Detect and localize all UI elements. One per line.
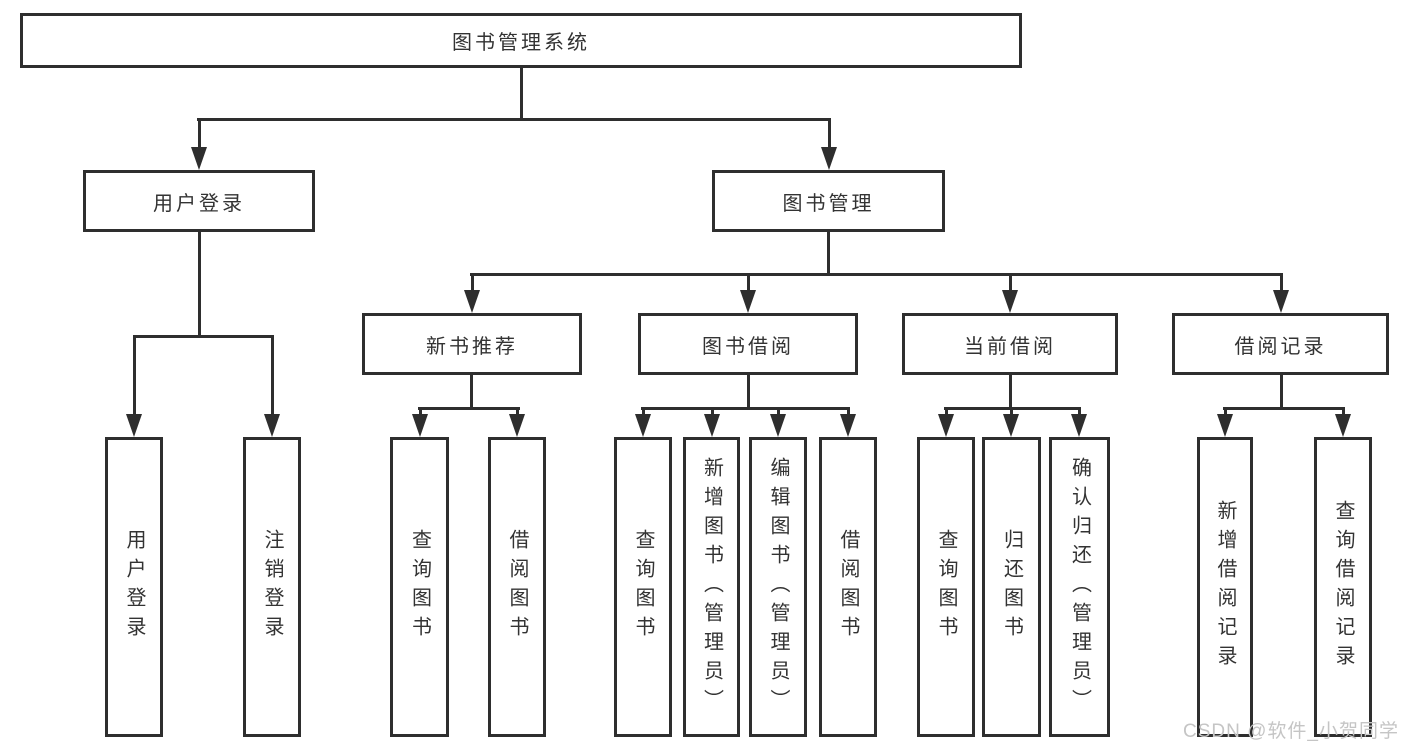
arrow-down-icon xyxy=(509,414,525,437)
leaf-edit-book-admin: 编辑图书（管理员） xyxy=(749,437,807,737)
connector-line xyxy=(1009,276,1012,293)
connector-line xyxy=(1280,375,1283,409)
arrow-down-icon xyxy=(1003,414,1019,437)
csdn-watermark: CSDN @软件_小贺同学 xyxy=(1183,721,1399,742)
connector-line xyxy=(1078,410,1081,417)
connector-line xyxy=(471,276,474,293)
arrow-down-icon xyxy=(412,414,428,437)
connector-line xyxy=(1223,407,1345,410)
connector-line xyxy=(198,121,201,150)
node-book-borrow: 图书借阅 xyxy=(638,313,858,375)
connector-line xyxy=(642,410,645,417)
connector-line xyxy=(945,410,948,417)
connector-line xyxy=(197,118,831,121)
node-root: 图书管理系统 xyxy=(20,13,1022,68)
leaf-query-books-1: 查询图书 xyxy=(390,437,449,737)
connector-line xyxy=(470,273,1283,276)
leaf-confirm-return-admin: 确认归还（管理员） xyxy=(1049,437,1110,737)
arrow-down-icon xyxy=(740,290,756,313)
arrow-down-icon xyxy=(464,290,480,313)
node-user-login: 用户登录 xyxy=(83,170,315,232)
leaf-add-borrow-record: 新增借阅记录 xyxy=(1197,437,1253,737)
arrow-down-icon xyxy=(704,414,720,437)
arrow-down-icon xyxy=(1335,414,1351,437)
connector-line xyxy=(944,407,1081,410)
arrow-down-icon xyxy=(770,414,786,437)
connector-line xyxy=(711,410,714,417)
node-book-mgmt: 图书管理 xyxy=(712,170,945,232)
connector-line xyxy=(1224,410,1227,417)
connector-line xyxy=(271,338,274,417)
arrow-down-icon xyxy=(126,414,142,437)
leaf-user-login: 用户登录 xyxy=(105,437,163,737)
connector-line xyxy=(828,121,831,150)
connector-line xyxy=(419,410,422,417)
connector-line xyxy=(1010,410,1013,417)
leaf-borrow-books-1: 借阅图书 xyxy=(488,437,546,737)
arrow-down-icon xyxy=(635,414,651,437)
leaf-query-borrow-record: 查询借阅记录 xyxy=(1314,437,1372,737)
node-current-borrow: 当前借阅 xyxy=(902,313,1118,375)
arrow-down-icon xyxy=(1071,414,1087,437)
arrow-down-icon xyxy=(1273,290,1289,313)
leaf-return-book: 归还图书 xyxy=(982,437,1041,737)
arrow-down-icon xyxy=(264,414,280,437)
connector-line xyxy=(470,375,473,409)
node-new-books: 新书推荐 xyxy=(362,313,582,375)
connector-line xyxy=(133,338,136,417)
connector-line xyxy=(641,407,850,410)
arrow-down-icon xyxy=(1002,290,1018,313)
connector-line xyxy=(418,407,520,410)
leaf-query-books-2: 查询图书 xyxy=(614,437,672,737)
node-borrow-records: 借阅记录 xyxy=(1172,313,1389,375)
connector-line xyxy=(516,410,519,417)
connector-line xyxy=(1342,410,1345,417)
connector-line xyxy=(747,375,750,409)
leaf-add-book-admin: 新增图书（管理员） xyxy=(683,437,740,737)
connector-line xyxy=(198,232,201,338)
connector-line xyxy=(1009,375,1012,409)
leaf-borrow-books-2: 借阅图书 xyxy=(819,437,877,737)
connector-line xyxy=(1280,276,1283,293)
arrow-down-icon xyxy=(1217,414,1233,437)
connector-line xyxy=(133,335,274,338)
leaf-logout: 注销登录 xyxy=(243,437,301,737)
leaf-query-books-3: 查询图书 xyxy=(917,437,975,737)
arrow-down-icon xyxy=(191,147,207,170)
arrow-down-icon xyxy=(840,414,856,437)
connector-line xyxy=(777,410,780,417)
arrow-down-icon xyxy=(938,414,954,437)
connector-line xyxy=(827,232,830,276)
connector-line xyxy=(520,68,523,118)
arrow-down-icon xyxy=(821,147,837,170)
connector-line xyxy=(747,276,750,293)
connector-line xyxy=(847,410,850,417)
